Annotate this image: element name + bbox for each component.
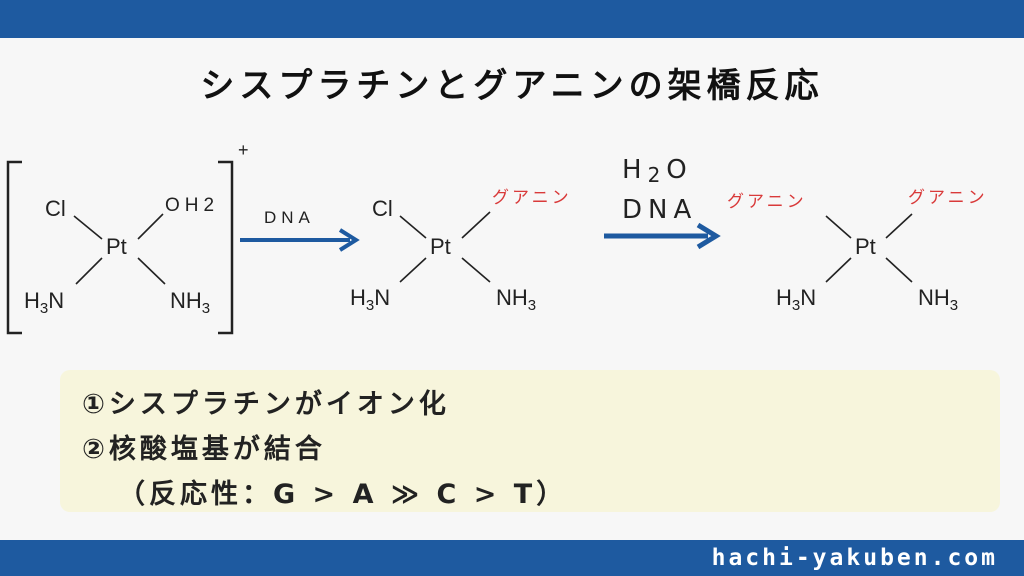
bottom-banner xyxy=(0,540,1024,576)
summary-step-1: ①シスプラチンがイオン化 xyxy=(82,389,450,420)
left-bracket xyxy=(6,160,22,335)
site-url: hachi-yakuben.com xyxy=(711,545,998,571)
bond-pt-guanine xyxy=(461,211,491,239)
page-title: シスプラチンとグアニンの架橋反応 xyxy=(200,66,824,106)
bond-pt-nh3 xyxy=(461,257,491,283)
bond-pt-guanine-left xyxy=(825,215,852,239)
arrow2-water-label: H2O xyxy=(622,155,693,187)
arrow2-head xyxy=(696,222,721,250)
ammine-left-label: H3N xyxy=(776,285,816,314)
ammine-left-label: H3N xyxy=(350,285,390,314)
summary-step-2: ②核酸塩基が結合 xyxy=(82,434,326,465)
ammine-right-label: NH3 xyxy=(918,285,958,314)
guanine-label: グアニン xyxy=(492,188,572,208)
monoadduct-complex: Cl Pt グアニン H3N NH3 xyxy=(350,188,572,314)
bond-pt-h3n xyxy=(825,257,852,283)
reactivity-order: （反応性：G > A ≫ C > T） xyxy=(118,479,568,510)
platinum-label: Pt xyxy=(855,234,876,259)
top-banner xyxy=(0,0,1024,38)
cisplatin-aqua-complex: + Cl Pt OH2 H3N NH3 xyxy=(6,140,249,335)
ammine-right-label: NH3 xyxy=(170,288,210,317)
charge-plus: + xyxy=(238,140,249,160)
bond-pt-h3n xyxy=(399,257,427,283)
platinum-label: Pt xyxy=(106,234,127,259)
chlorine-label: Cl xyxy=(45,196,66,221)
platinum-label: Pt xyxy=(430,234,451,259)
ammine-right-label: NH3 xyxy=(496,285,536,314)
right-bracket xyxy=(218,160,234,335)
bond-pt-cl xyxy=(399,215,427,239)
arrow2-dna-label: DNA xyxy=(622,195,697,225)
bond-pt-oh2 xyxy=(137,213,164,240)
bond-pt-cl xyxy=(73,215,103,240)
crosslinked-complex: グアニン グアニン Pt H3N NH3 xyxy=(727,188,988,314)
bond-pt-nh3 xyxy=(885,257,913,283)
ammine-left-label: H3N xyxy=(24,288,64,317)
reaction-arrow-2: H2O DNA xyxy=(604,155,721,250)
bond-pt-guanine-right xyxy=(885,213,913,239)
arrow1-label: DNA xyxy=(264,208,315,227)
aqua-ligand-label: OH2 xyxy=(165,195,219,216)
reaction-arrow-1: DNA xyxy=(240,208,360,252)
guanine-right-label: グアニン xyxy=(908,188,988,208)
reaction-diagram: + Cl Pt OH2 H3N NH3 DNA Cl Pt グアニン H3N N… xyxy=(6,140,988,335)
bond-pt-h3n xyxy=(75,257,103,285)
chlorine-label: Cl xyxy=(372,196,393,221)
summary-box: ①シスプラチンがイオン化 ②核酸塩基が結合 （反応性：G > A ≫ C > T… xyxy=(60,370,1000,512)
arrow1-head xyxy=(338,228,360,252)
bond-pt-nh3 xyxy=(137,257,166,285)
guanine-left-label: グアニン xyxy=(727,192,807,212)
